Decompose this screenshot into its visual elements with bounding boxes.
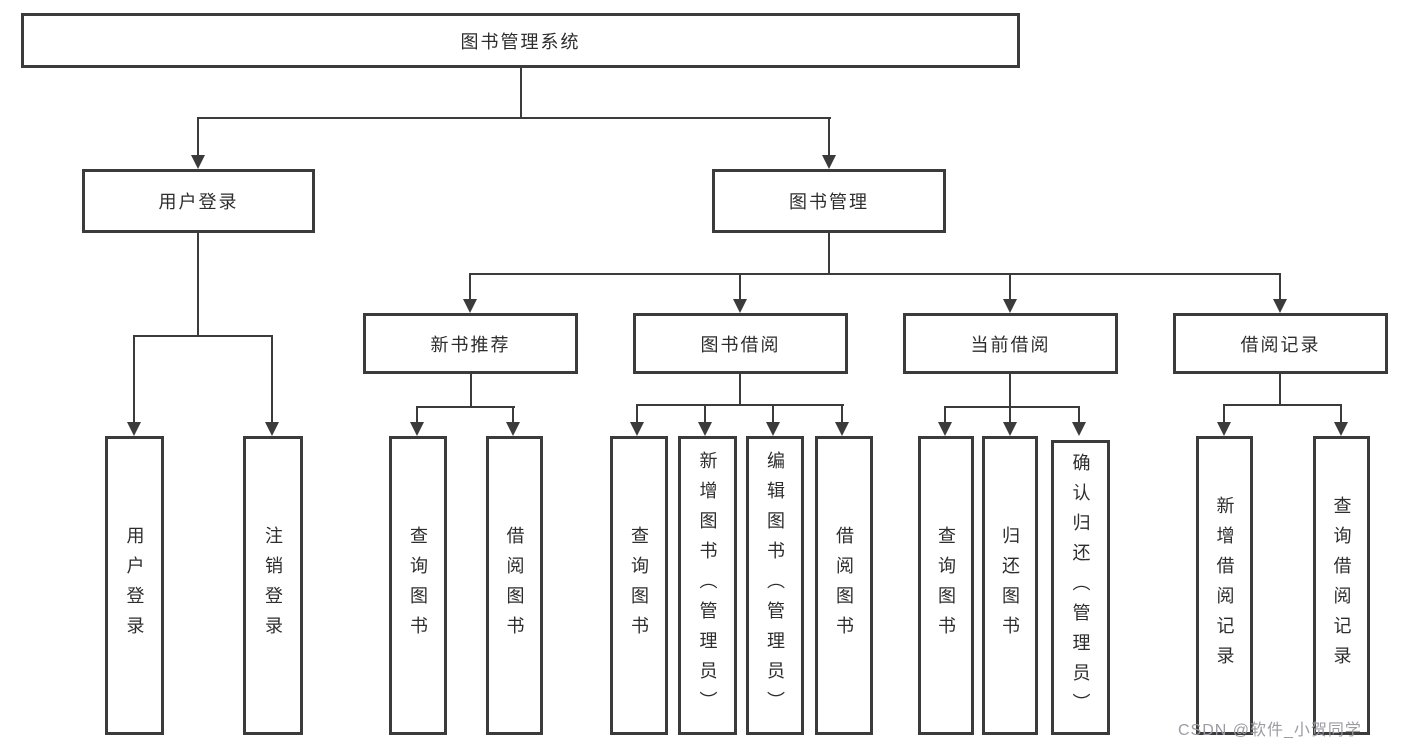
connector-line xyxy=(772,404,774,424)
connector-line xyxy=(828,233,830,275)
leaf-edit-books-admin: 编辑图书（管理员） xyxy=(746,436,804,735)
connector-line xyxy=(944,406,1080,408)
arrow-down-icon xyxy=(766,422,780,436)
arrow-down-icon xyxy=(1217,422,1231,436)
connector-line xyxy=(1223,404,1342,406)
leaf-user-login: 用户登录 xyxy=(105,436,164,735)
connector-line xyxy=(1009,406,1011,424)
connector-line xyxy=(520,68,522,118)
arrow-down-icon xyxy=(463,299,477,313)
leaf-logout-login: 注销登录 xyxy=(243,436,303,735)
connector-line xyxy=(197,117,831,119)
connector-line xyxy=(133,335,135,424)
node-book-management: 图书管理 xyxy=(712,169,946,233)
connector-line xyxy=(271,335,273,424)
connector-line xyxy=(1078,406,1080,424)
node-user-login: 用户登录 xyxy=(82,169,315,233)
node-borrow-records: 借阅记录 xyxy=(1173,313,1388,374)
connector-line xyxy=(133,335,273,337)
leaf-query-books: 查询图书 xyxy=(610,436,668,735)
arrow-down-icon xyxy=(835,422,849,436)
csdn-watermark: CSDN @软件_小贺同学 xyxy=(1178,722,1362,739)
leaf-add-borrow-record: 新增借阅记录 xyxy=(1196,436,1253,735)
arrow-down-icon xyxy=(410,422,424,436)
connector-line xyxy=(1009,273,1011,301)
connector-line xyxy=(416,406,515,408)
leaf-return-books: 归还图书 xyxy=(982,436,1038,735)
connector-line xyxy=(1279,374,1281,406)
connector-line xyxy=(841,404,843,424)
arrow-down-icon xyxy=(698,422,712,436)
connector-line xyxy=(197,117,199,157)
arrow-down-icon xyxy=(733,299,747,313)
connector-line xyxy=(944,406,946,424)
node-root: 图书管理系统 xyxy=(21,13,1020,68)
arrow-down-icon xyxy=(1072,422,1086,436)
leaf-confirm-return-admin: 确认归还（管理员） xyxy=(1051,440,1110,735)
arrow-down-icon xyxy=(191,155,205,169)
connector-line xyxy=(704,404,706,424)
node-book-borrow: 图书借阅 xyxy=(633,313,848,374)
leaf-borrow-books: 借阅图书 xyxy=(815,436,873,735)
arrow-down-icon xyxy=(938,422,952,436)
connector-line xyxy=(1223,404,1225,424)
arrow-down-icon xyxy=(1273,299,1287,313)
connector-line xyxy=(469,273,1281,275)
arrow-down-icon xyxy=(630,422,644,436)
leaf-add-books-admin: 新增图书（管理员） xyxy=(678,436,737,735)
node-current-borrow: 当前借阅 xyxy=(903,313,1118,374)
leaf-query-borrow-record: 查询借阅记录 xyxy=(1313,436,1370,735)
connector-line xyxy=(636,404,844,406)
connector-line xyxy=(416,406,418,424)
leaf-borrow-books: 借阅图书 xyxy=(486,436,543,735)
connector-line xyxy=(470,374,472,408)
connector-line xyxy=(828,117,830,157)
arrow-down-icon xyxy=(265,422,279,436)
connector-line xyxy=(739,374,741,406)
arrow-down-icon xyxy=(822,155,836,169)
connector-line xyxy=(739,273,741,301)
arrow-down-icon xyxy=(1003,422,1017,436)
connector-line xyxy=(197,233,199,337)
arrow-down-icon xyxy=(127,422,141,436)
arrow-down-icon xyxy=(1334,422,1348,436)
node-new-book-recommend: 新书推荐 xyxy=(363,313,578,374)
leaf-query-books: 查询图书 xyxy=(918,436,974,735)
arrow-down-icon xyxy=(506,422,520,436)
connector-line xyxy=(469,273,471,301)
arrow-down-icon xyxy=(1003,299,1017,313)
connector-line xyxy=(1340,404,1342,424)
leaf-query-books: 查询图书 xyxy=(389,436,447,735)
connector-line xyxy=(1009,374,1011,408)
connector-line xyxy=(512,406,514,424)
connector-line xyxy=(1279,273,1281,301)
connector-line xyxy=(636,404,638,424)
